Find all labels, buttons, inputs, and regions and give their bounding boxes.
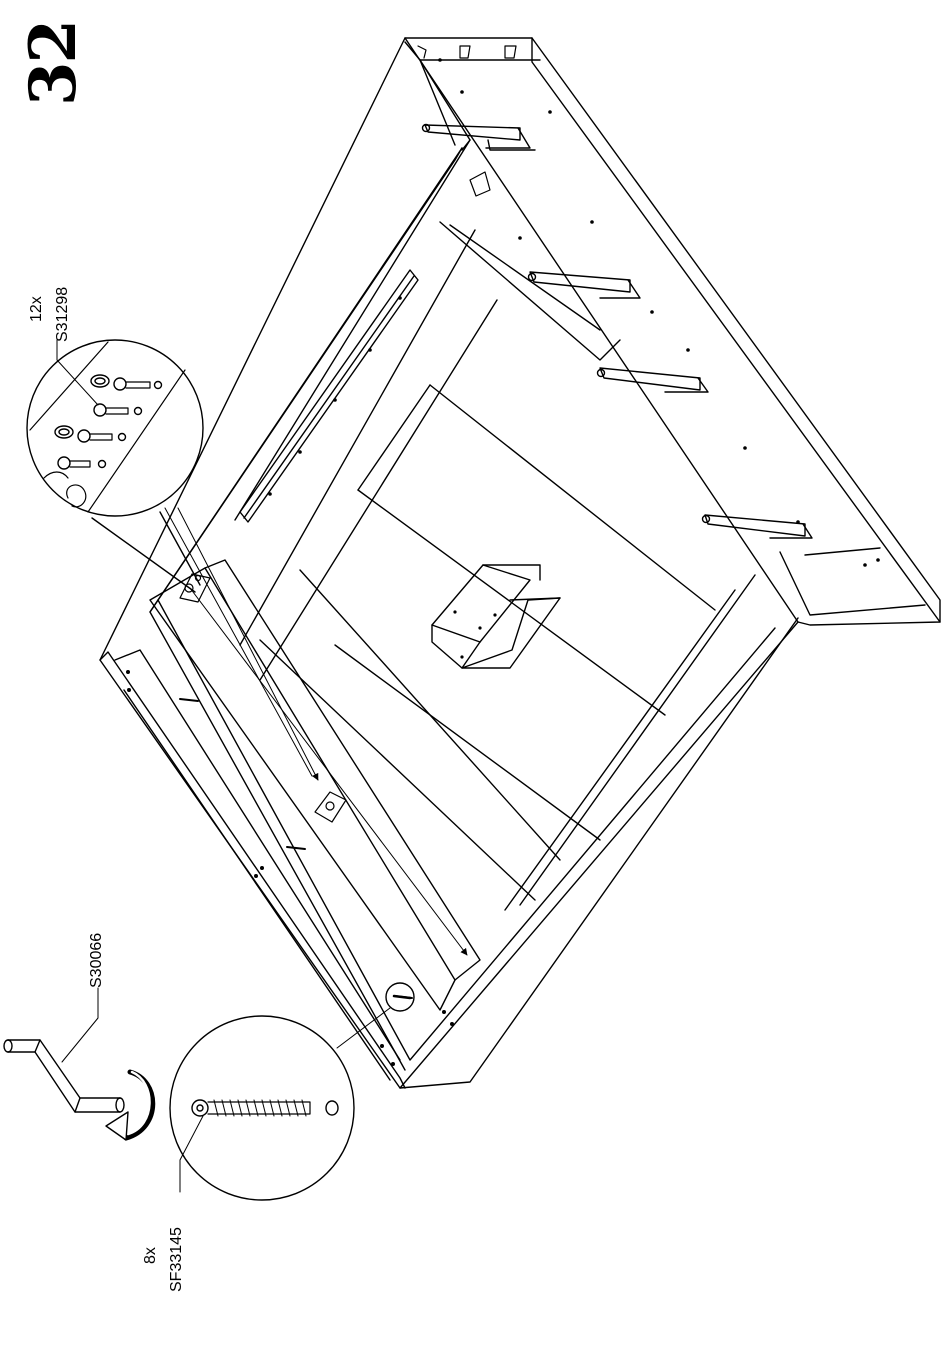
part-code-tool: S30066 xyxy=(88,933,106,988)
side-rail-right xyxy=(405,38,940,625)
detail-callout-screws xyxy=(27,340,203,592)
part-quantity-large-screw: 8x xyxy=(142,1247,160,1264)
detail-callout-bolt xyxy=(170,983,414,1200)
crank-tool xyxy=(4,988,124,1112)
bed-leg xyxy=(703,515,813,538)
part-code-small-screw: S31298 xyxy=(54,287,72,342)
part-quantity-small-screw: 12x xyxy=(28,296,46,322)
rotation-arrow-icon xyxy=(106,1072,153,1140)
side-rail-left xyxy=(115,560,480,1080)
connector-fitting xyxy=(315,792,346,822)
part-code-large-screw: SF33145 xyxy=(168,1227,186,1292)
connector-fitting xyxy=(180,574,210,602)
center-support xyxy=(432,565,560,668)
corner-bracket xyxy=(418,46,516,58)
bed-leg xyxy=(598,368,709,392)
frame-inner xyxy=(158,148,775,1060)
bed-leg xyxy=(529,272,641,298)
rear-rail xyxy=(235,42,470,522)
